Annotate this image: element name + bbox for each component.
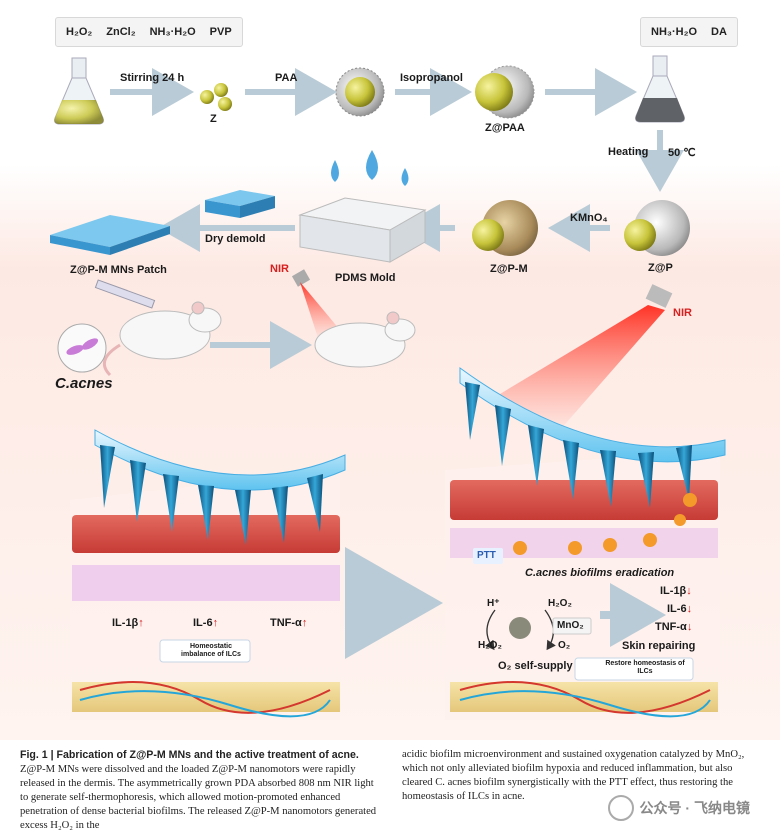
wechat-icon [607, 795, 634, 821]
step-dry-demold: Dry demold [205, 233, 266, 245]
h2o2-top: H₂O₂ [548, 598, 572, 609]
right-tnf: TNF-α↓ [655, 621, 692, 633]
watermark-text: 公众号 · 飞纳电镜 [639, 800, 750, 816]
left-up-arrow-3: ↑ [301, 617, 308, 629]
reagent-3: NH₃·H₂O [149, 26, 196, 38]
right-il1b: IL-1β↓ [660, 585, 692, 597]
zpm-particle [472, 200, 538, 256]
h2o2-left: H₂O₂ [478, 640, 502, 651]
label-bacteria: C.acnes [55, 375, 113, 392]
left-cytokine-1: IL-1β [112, 617, 139, 629]
label-zp: Z@P [648, 262, 673, 274]
left-needles [100, 445, 323, 545]
right-down-arrow-3: ↓ [686, 621, 693, 633]
zpaa-particle [475, 65, 535, 119]
patch-top [205, 190, 275, 218]
ptt-label: PTT [477, 550, 496, 561]
step-isopropanol: Isopropanol [400, 72, 463, 84]
left-skin-panel [70, 429, 346, 720]
step-heating: Heating [608, 146, 649, 158]
figure: H₂O₂ ZnCl₂ NH₃·H₂O PVP NH₃·H₂O DA Stirri… [0, 17, 780, 740]
left-legend: Homeostatic imbalance of ILCs [181, 643, 241, 658]
left-il6: IL-6↑ [193, 617, 218, 629]
reagent-4: PVP [209, 26, 232, 38]
reagent-r1: NH₃·H₂O [651, 26, 698, 38]
reagent-box-right: NH₃·H₂O DA [640, 17, 738, 47]
watermark: 公众号 · 飞纳电镜 [607, 795, 750, 821]
right-cytokine-3: TNF-α [655, 621, 687, 633]
right-cytokine-1: IL-1β [660, 585, 687, 597]
left-tnf: TNF-α↑ [270, 617, 307, 629]
figure-graphic [0, 55, 780, 740]
right-down-arrow-1: ↓ [686, 585, 692, 597]
left-cytokine-2: IL-6 [193, 617, 213, 629]
fire-particles [513, 493, 697, 555]
caption-text-2: acidic biofilm microenvironment and sust… [402, 749, 745, 802]
nir-label-big: NIR [673, 307, 692, 319]
pdms-mold [298, 197, 427, 263]
eradication-label: C.acnes biofilms eradication [525, 567, 675, 579]
syringe [94, 279, 156, 309]
mno2-particle [509, 617, 531, 639]
reagent-r2: DA [711, 26, 727, 38]
left-il1b: IL-1β↑ [112, 617, 144, 629]
left-cytokine-3: TNF-α [270, 617, 302, 629]
mno2-label: MnO₂ [557, 620, 584, 631]
skin-repair: Skin repairing [622, 640, 696, 652]
right-needles [465, 382, 692, 508]
mn-patch [50, 215, 170, 255]
right-down-arrow-2: ↓ [686, 603, 693, 615]
label-patch: Z@P-M MNs Patch [70, 264, 167, 276]
label-pdms: PDMS Mold [335, 272, 396, 284]
paa-sphere [335, 67, 385, 117]
caption-text-1: Z@P-M MNs were dissolved and the loaded … [20, 764, 377, 831]
zp-particle [624, 200, 690, 256]
label-z: Z [210, 113, 217, 125]
bacteria-circle [57, 323, 107, 373]
flask-right [635, 55, 685, 123]
left-up-arrow-2: ↑ [212, 617, 219, 629]
reagent-1: H₂O₂ [66, 26, 93, 38]
o2-supply: O₂ self-supply [498, 660, 573, 672]
mouse-right [314, 311, 416, 368]
right-legend: Restore homeostasis of ILCs [605, 660, 685, 675]
o2-label: O₂ [558, 640, 571, 651]
caption-col-2: acidic biofilm microenvironment and sust… [402, 748, 764, 804]
caption-col-1: Fig. 1 | Fabrication of Z@P-M MNs and th… [20, 748, 382, 833]
nir-label-small: NIR [270, 263, 289, 275]
flask-left [54, 57, 104, 125]
label-zpaa: Z@PAA [485, 122, 525, 134]
step-stirring: Stirring 24 h [120, 72, 185, 84]
nir-lamp-small [291, 269, 340, 338]
reagent-box-left: H₂O₂ ZnCl₂ NH₃·H₂O PVP [55, 17, 243, 47]
mouse-left [102, 301, 222, 377]
right-cytokine-2: IL-6 [667, 603, 687, 615]
step-temp: 50 ℃ [668, 147, 696, 159]
water-drops [331, 150, 409, 186]
h-plus: H⁺ [487, 598, 500, 609]
label-zpm: Z@P-M [490, 263, 528, 275]
step-paa: PAA [275, 72, 298, 84]
reagent-2: ZnCl₂ [106, 26, 136, 38]
z-particles [200, 83, 232, 111]
left-up-arrow-1: ↑ [138, 617, 144, 629]
nir-lamp-big [490, 284, 673, 430]
right-skin-panel [445, 367, 726, 720]
step-kmno4: KMnO₄ [570, 212, 608, 224]
right-il6: IL-6↓ [667, 603, 692, 615]
caption-title: Fig. 1 | Fabrication of Z@P-M MNs and th… [20, 749, 359, 761]
